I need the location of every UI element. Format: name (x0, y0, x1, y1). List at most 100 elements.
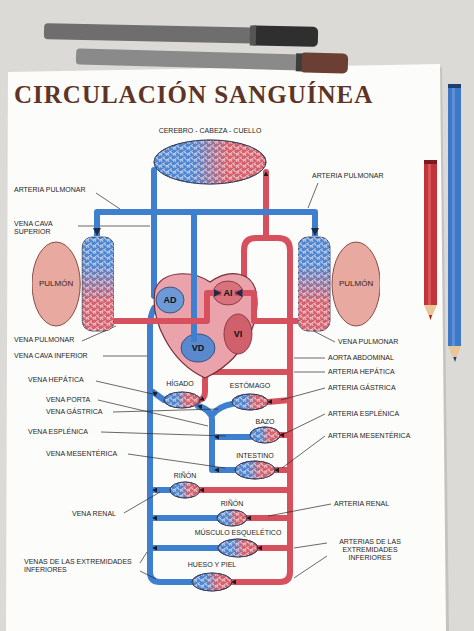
capillary-beds (154, 140, 266, 184)
leader-lines (284, 414, 325, 434)
node-text: PULMÓN (339, 279, 373, 288)
vessel-label: ARTERIA GÁSTRICA (328, 384, 396, 392)
region-label: CEREBRO - CABEZA - CUELLO (159, 127, 262, 135)
capillary-beds (170, 482, 200, 498)
paper-sheet (6, 64, 446, 631)
organ-label: MÚSCULO ESQUELÉTICO (195, 529, 282, 537)
vessel-label: VENA HEPÁTICA (28, 376, 84, 384)
leader-lines (282, 436, 325, 468)
vessel-label: VENA RENAL (72, 510, 116, 518)
leader-lines (294, 358, 325, 359)
blood-vessels (280, 432, 290, 438)
lung-lobe (332, 242, 380, 326)
leader-lines (78, 226, 150, 227)
red-pencil (428, 160, 431, 305)
capillary-beds (164, 392, 200, 408)
vessel-label: ARTERIA PULMONAR (14, 186, 85, 194)
heart (154, 274, 257, 378)
leader-lines (96, 381, 157, 395)
vessel-label: ARTERIAS DE LAS EXTREMIDADES INFERIORES (330, 538, 410, 562)
blue-pencil (452, 84, 455, 346)
organ-label: RIÑÓN (174, 472, 197, 480)
grey-marker (250, 25, 318, 46)
blood-vessels (200, 487, 290, 493)
blood-vessels (215, 434, 250, 440)
red-pencil (424, 160, 437, 305)
brown-marker (296, 53, 302, 71)
brown-marker (76, 46, 348, 73)
capillary-beds (235, 461, 275, 479)
leader-lines (98, 400, 208, 426)
vessel-label: VENA PORTA (46, 396, 90, 404)
leader-lines (113, 409, 218, 412)
heart (181, 334, 215, 362)
paper-sheet (6, 64, 449, 631)
blood-vessels (151, 170, 157, 296)
red-pencil (424, 305, 437, 320)
title: CIRCULACIÓN SANGUÍNEA (14, 81, 373, 109)
blood-vessels (150, 170, 290, 582)
capillary-beds (164, 392, 200, 408)
vessel-label: VENA PULMONAR (14, 336, 74, 344)
brown-marker (300, 52, 349, 73)
node-text: VD (192, 343, 205, 353)
capillary-beds (217, 510, 247, 526)
vessel-label: VENA CAVA INFERIOR (14, 352, 88, 360)
leader-lines (140, 571, 156, 579)
blood-vessels (153, 487, 170, 493)
leader-lines (268, 504, 331, 516)
leader-lines (124, 492, 160, 513)
vessel-label: VENA MESENTÉRICA (46, 450, 117, 458)
heart (156, 287, 184, 313)
organ-label: RIÑÓN (221, 500, 244, 508)
capillary-bed (82, 237, 114, 331)
organ-label: BAZO (255, 418, 274, 426)
capillary-beds (218, 539, 258, 557)
heart-chamber: VI (232, 328, 245, 340)
leader-lines (96, 193, 120, 209)
leader-lines (140, 552, 147, 563)
capillary-beds (192, 573, 232, 591)
capillary-beds (250, 427, 280, 443)
blood-vessel (235, 293, 299, 321)
vessel-label: ARTERIA HEPÁTICA (328, 368, 395, 376)
leader-lines (101, 432, 226, 436)
leader-lines (294, 372, 325, 373)
capillary-beds (232, 394, 268, 410)
blood-vessel (114, 293, 222, 321)
blood-vessels (268, 400, 290, 402)
blood-vessels (153, 545, 218, 551)
capillary-beds (217, 510, 247, 526)
grey-marker (44, 23, 256, 43)
vessel-label: VENA PULMONAR (338, 338, 398, 346)
organ-label: HÍGADO (166, 380, 194, 388)
node-text: VI (234, 329, 243, 339)
blue-pencil (448, 346, 461, 362)
vessel-label: AORTA ABDOMINAL (328, 354, 394, 362)
blue-pencil (448, 84, 461, 88)
blood-vessels (153, 515, 217, 521)
lung-lobe (32, 242, 80, 326)
capillary-bed (82, 237, 114, 331)
node-text: PULMÓN (39, 279, 73, 288)
leader-lines (281, 388, 325, 400)
capillary-beds (170, 482, 200, 498)
leader-lines (308, 183, 318, 208)
capillary-beds (235, 461, 275, 479)
leader-lines (78, 183, 335, 579)
grey-marker (250, 25, 256, 45)
capillary-beds (154, 140, 280, 591)
node-text: AI (224, 288, 233, 298)
vessel-label: ARTERIA PULMONAR (312, 172, 383, 180)
heart (224, 314, 252, 354)
capillary-beds (218, 539, 258, 557)
brown-marker (76, 48, 306, 70)
capillary-beds (250, 427, 280, 443)
organ-label: HUESO Y PIEL (188, 561, 236, 569)
vessel-label: VENA CAVA SUPERIOR (14, 220, 72, 236)
heart-chamber: AD (162, 294, 179, 306)
red-pencil (424, 160, 437, 320)
blue-pencil (448, 84, 461, 346)
heart-chamber: AI (222, 287, 235, 299)
